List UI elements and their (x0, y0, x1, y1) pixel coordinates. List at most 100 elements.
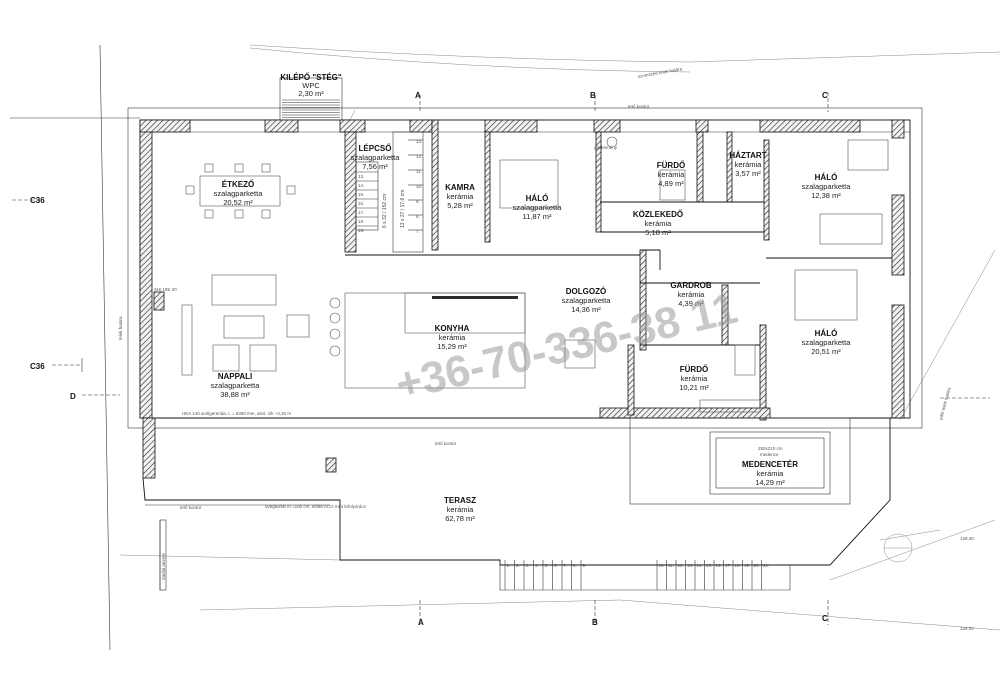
section-label-c36-left: C36 (30, 196, 45, 205)
room-name: DOLGOZÓ (566, 287, 606, 296)
stair-step-number: 9. (416, 199, 420, 204)
outdoor-step-number: 10. (659, 563, 665, 568)
room-terasz: TERASZ kerámia 62,78 m² (444, 496, 476, 523)
stair-spec-label: 6 x 32 / 152 cm (382, 194, 388, 228)
room-floor: kerámia (439, 333, 467, 342)
outdoor-step-number: 21. (763, 563, 769, 568)
room-area: 12,38 m² (811, 191, 841, 200)
section-label-c36: C36 (30, 362, 45, 371)
room-area: 14,36 m² (571, 305, 601, 314)
room-etkezo: ÉTKEZŐ szalagparketta 20,52 m² (214, 180, 264, 207)
section-label-c-top: C (822, 91, 828, 100)
retaining-wall-note: támfal nézete (161, 552, 166, 580)
room-kozlekedo: KÖZLEKEDŐ kerámia 5,18 m² (633, 210, 683, 237)
room-konyha: KONYHA kerámia 15,29 m² (435, 324, 470, 351)
room-furdo-2: FÜRDŐ kerámia 10,21 m² (679, 365, 709, 392)
outdoor-step-number: 7. (564, 563, 568, 568)
outdoor-step-numbers: 1.2.3.4.5.6.7.8.9.10.11.12.13.14.15.16.1… (507, 563, 770, 568)
room-name: KÖZLEKEDŐ (633, 210, 683, 219)
room-kamra: KAMRA kerámia 5,28 m² (445, 183, 475, 210)
room-floor: szalagparketta (211, 381, 261, 390)
outdoor-step-number: 5. (545, 563, 549, 568)
room-floor: kerámia (447, 505, 475, 514)
room-floor: kerámia (645, 219, 673, 228)
hea-beam-note: HEA 140 acélgerenda, L = 5300 mm, alsó. … (182, 411, 291, 416)
outdoor-step-number: 17. (725, 563, 731, 568)
outdoor-stairs (504, 560, 762, 590)
roof-contour-note-2: tető kontúr (435, 441, 457, 446)
elevation-label-1: 128.30 (960, 536, 974, 541)
room-nappali: NAPPALI szalagparketta 38,88 m² (211, 372, 261, 399)
partitions (155, 201, 900, 419)
room-furdo-1: FÜRDŐ kerámia 4,89 m² (657, 161, 685, 188)
room-haztart: HÁZTART kerámia 3,57 m² (729, 151, 766, 178)
room-name: FÜRDŐ (680, 365, 708, 374)
room-name: ÉTKEZŐ (222, 180, 254, 189)
outdoor-step-number: 14. (697, 563, 703, 568)
room-floor: kerámia (447, 192, 475, 201)
section-label-b-top: B (590, 91, 596, 100)
stair-step-number: 7. (416, 229, 420, 234)
walls (139, 119, 905, 479)
gas-chimney-note: gázkémény (594, 145, 618, 150)
room-name: HÁLÓ (815, 173, 838, 182)
plot-border-note-2: telek határa (118, 316, 123, 340)
elevation-label-2: 128.00 (960, 626, 974, 631)
shi-note: SHI UNI 20 (154, 287, 177, 292)
room-name: KILÉPŐ "STÉG" (280, 73, 342, 82)
room-floor: kerámia (658, 170, 686, 179)
outdoor-step-number: 16. (716, 563, 722, 568)
room-area: 4,39 m² (678, 299, 704, 308)
stair-step-number: 19. (358, 228, 364, 233)
room-floor: WPC (302, 81, 320, 90)
neighbor-border-note: szomszéd telek határa (637, 66, 683, 79)
section-label-d: D (70, 392, 76, 401)
room-name: FÜRDŐ (657, 161, 685, 170)
room-area: 15,29 m² (437, 342, 467, 351)
room-halo-3: HÁLÓ szalagparketta 20,51 m² (802, 329, 852, 356)
outdoor-step-number: 13. (687, 563, 693, 568)
room-name: NAPPALI (218, 372, 253, 381)
room-floor: szalagparketta (513, 203, 563, 212)
outdoor-step-number: 6. (554, 563, 558, 568)
room-area: 11,87 m² (522, 212, 552, 221)
roof-contour-note-3: tető kontúr (180, 505, 202, 510)
outdoor-step-number: 20. (754, 563, 760, 568)
stair-step-number: 11. (416, 169, 422, 174)
room-floor: kerámia (681, 374, 709, 383)
outdoor-step-number: 11. (668, 563, 674, 568)
section-label-b-bottom: B (592, 618, 598, 627)
outdoor-step-number: 18. (735, 563, 741, 568)
room-area: 14,29 m² (755, 478, 785, 487)
stair-numbers-left: 13.14.15.16.17.18.19. (358, 174, 364, 233)
stair-step-number: 17. (358, 210, 364, 215)
outdoor-step-number: 12. (678, 563, 684, 568)
section-label-a-bottom: A (418, 618, 424, 627)
room-name: HÁZTART (729, 151, 766, 160)
room-name: LÉPCSŐ (359, 144, 392, 153)
room-kilepo: KILÉPŐ "STÉG" WPC 2,30 m² (280, 73, 342, 98)
room-halo-2: HÁLÓ szalagparketta 12,38 m² (802, 173, 852, 200)
outdoor-step-number: 3. (526, 563, 530, 568)
stair-step-number: 12. (416, 154, 422, 159)
room-name: MEDENCETÉR (742, 460, 798, 469)
room-area: 2,30 m² (298, 89, 324, 98)
room-area: 10,21 m² (679, 383, 709, 392)
room-floor: szalagparketta (802, 182, 852, 191)
site-lines (10, 44, 1000, 651)
furniture (181, 136, 889, 413)
stair-step-number: 18. (358, 219, 364, 224)
room-name: HÁLÓ (526, 194, 549, 203)
room-area: 38,88 m² (220, 390, 250, 399)
outdoor-step-number: 1. (507, 563, 511, 568)
section-markers (12, 92, 990, 625)
room-name: GARDROB (670, 281, 712, 290)
room-name: HÁLÓ (815, 329, 838, 338)
room-name: KAMRA (445, 183, 475, 192)
glass-railing-note: üvegkorlát m =100 cm, előtte ACO mini le… (265, 504, 367, 509)
kilepo-steg (279, 77, 343, 121)
room-gardrob: GARDROB kerámia 4,39 m² (670, 281, 712, 308)
room-name: TERASZ (444, 496, 476, 505)
room-floor: kerámia (678, 290, 706, 299)
stair-spec-label-2: 13 x 27 / 17,6 cm (400, 190, 406, 228)
